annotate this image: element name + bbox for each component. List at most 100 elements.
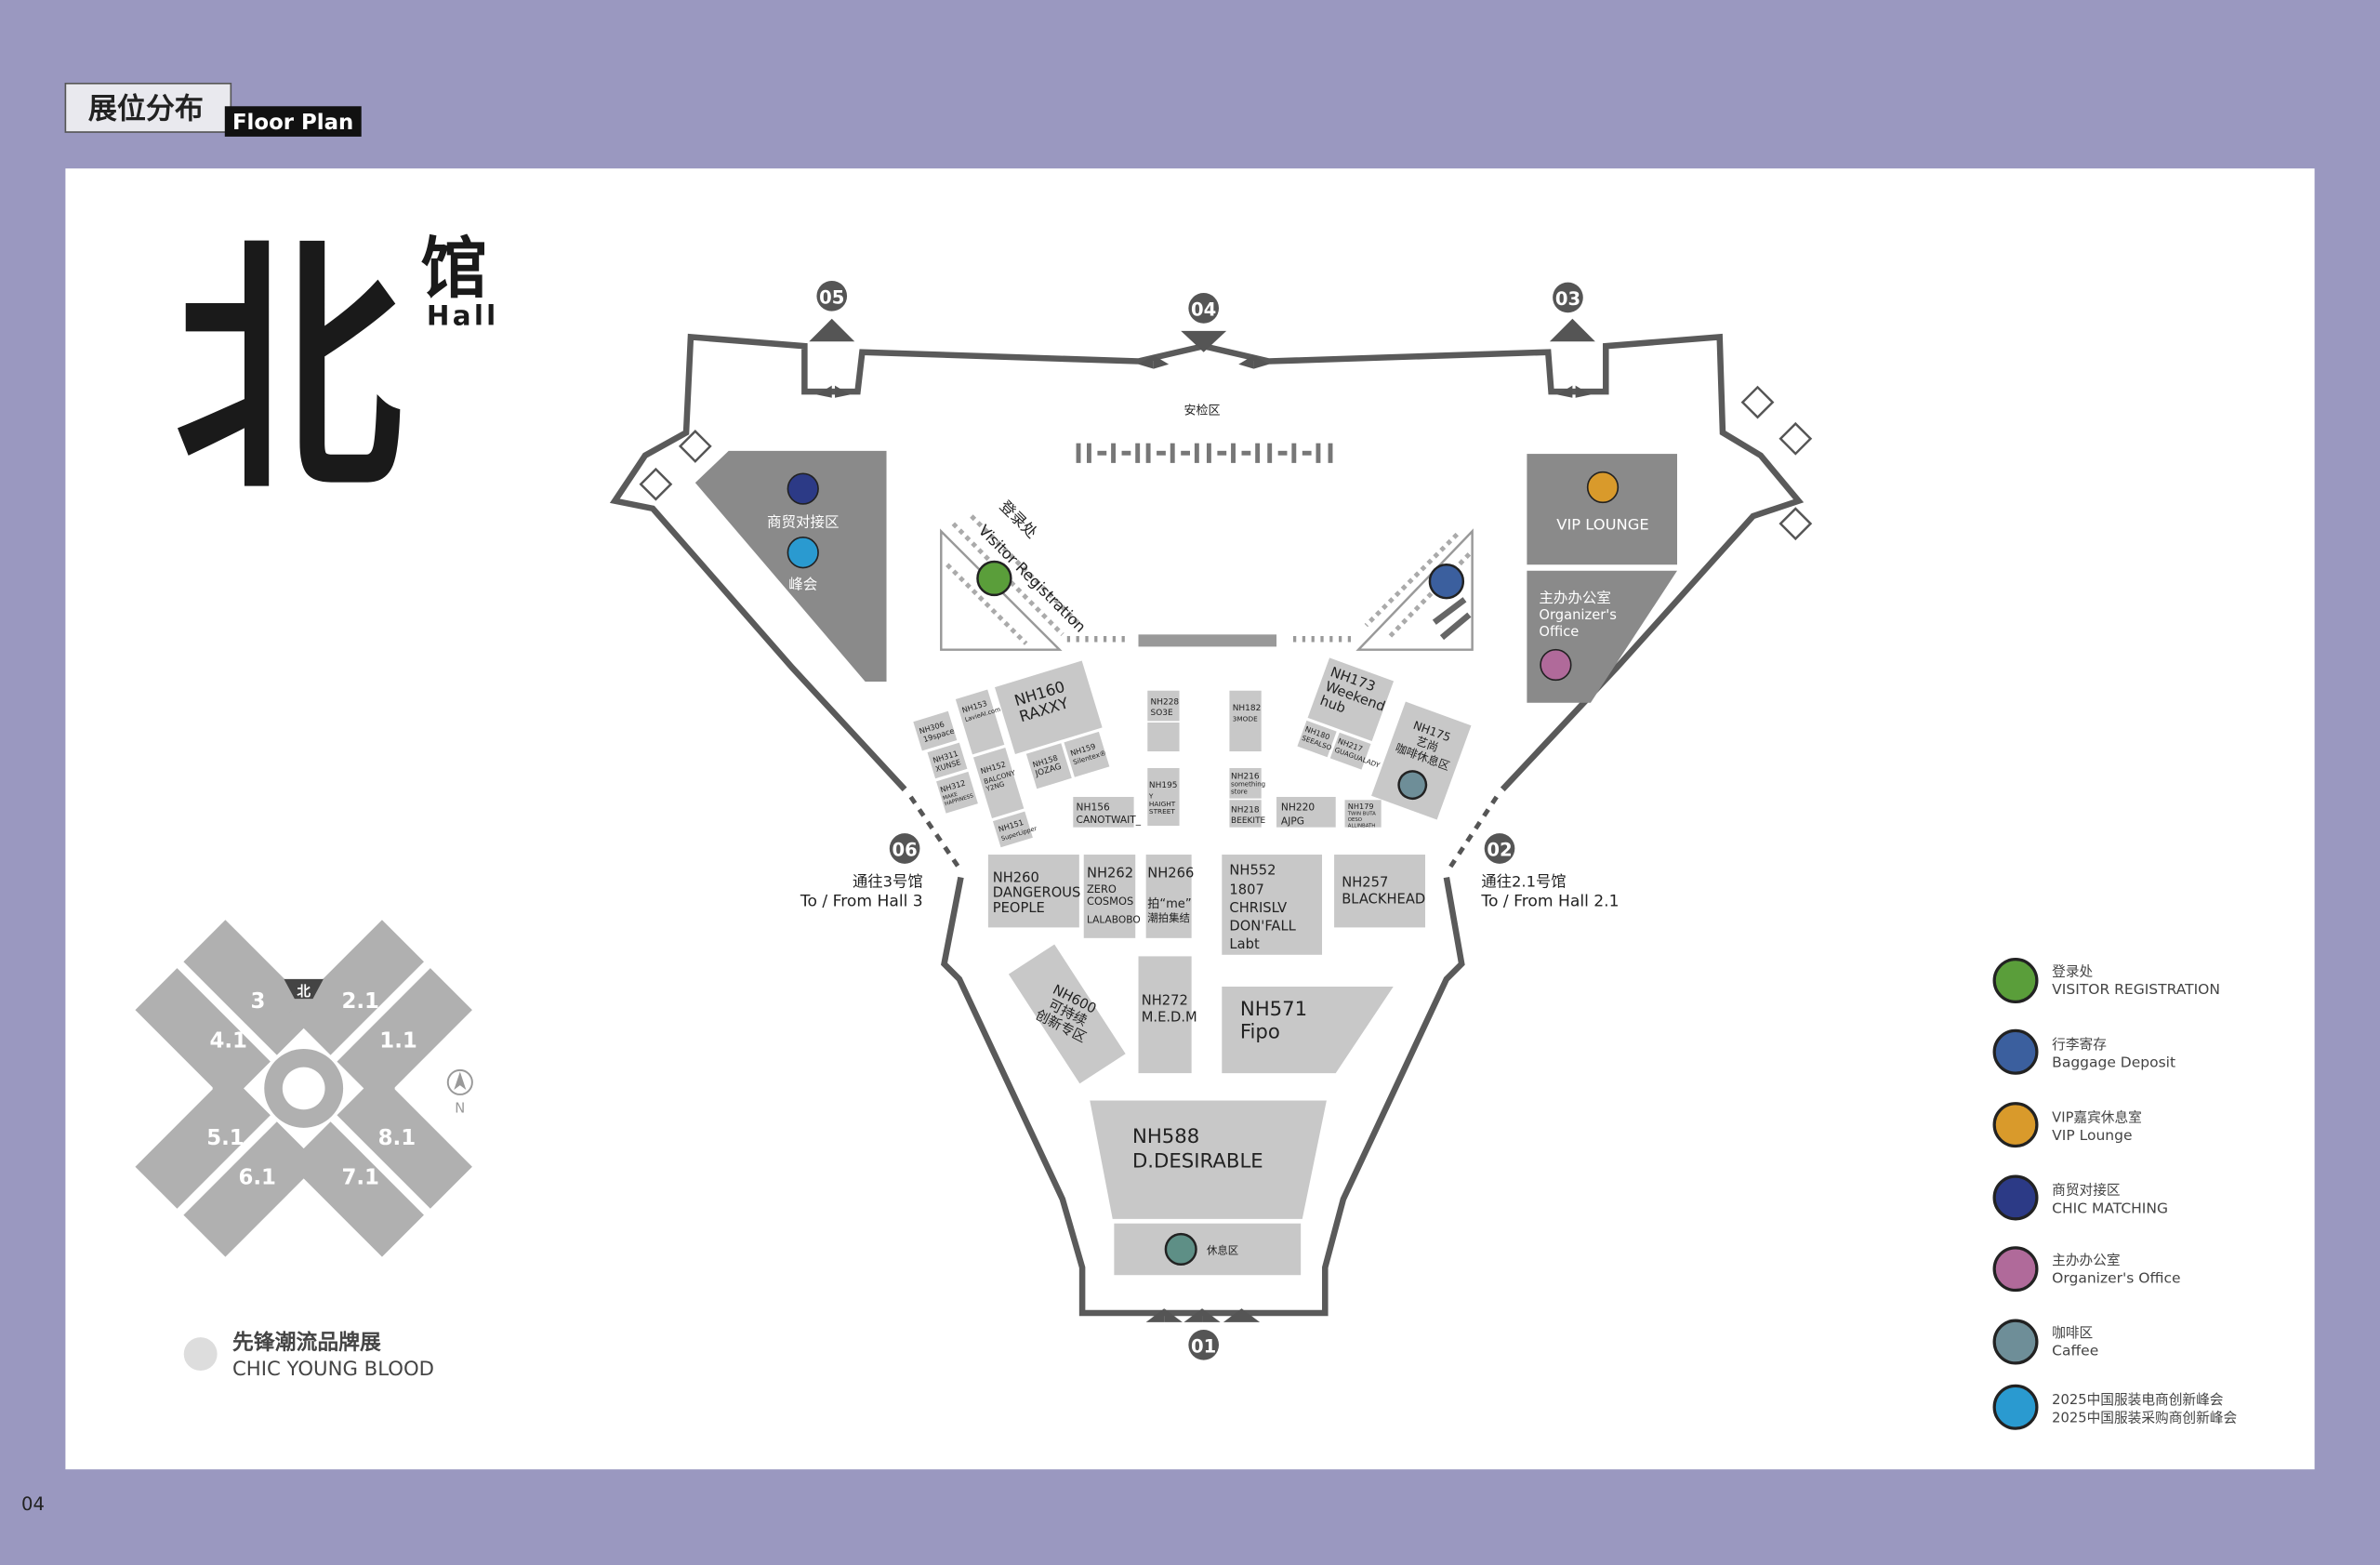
entrance-05[interactable]: 05 <box>816 280 848 312</box>
page-header: 展位分布 Floor Plan <box>64 82 362 137</box>
minimap-hall-7-1: 7.1 <box>341 1165 378 1189</box>
booth-NH151[interactable]: NH151SuperLipper <box>992 810 1039 848</box>
rest-area[interactable]: 休息区 <box>1114 1223 1302 1276</box>
vip-lounge-zone[interactable]: VIP LOUNGE <box>1527 454 1677 565</box>
entrance-06[interactable]: 06 <box>889 833 920 864</box>
entrance-02-label: 02 <box>1487 840 1512 861</box>
booth-NH306[interactable]: NH30619space <box>913 710 958 751</box>
hall-name-en: Hall <box>427 299 499 331</box>
booth-code: NH216 <box>1231 772 1260 781</box>
booth-brand: 3MODE <box>1233 714 1258 723</box>
booth-code: NH588 <box>1132 1125 1199 1148</box>
legend-label-en: VISITOR REGISTRATION <box>2052 981 2220 998</box>
entrance-03[interactable]: 03 <box>1553 282 1583 313</box>
brand-legend-en: CHIC YOUNG BLOOD <box>232 1358 434 1381</box>
brand-swatch <box>183 1337 218 1372</box>
entrance-04[interactable]: 04 <box>1188 293 1220 324</box>
security-gates <box>1076 443 1333 463</box>
brand-legend: 先锋潮流品牌展 CHIC YOUNG BLOOD <box>183 1330 434 1381</box>
booth-brand: STREET <box>1149 807 1175 816</box>
booth-NH175[interactable]: NH175艺尚咖啡休息区 <box>1371 701 1472 820</box>
compass-label: N <box>455 1101 465 1117</box>
booth-NH160[interactable]: NH160RAXXY <box>995 660 1103 754</box>
baggage-icon <box>1428 564 1465 600</box>
wall-fixtures <box>639 385 1813 541</box>
booth-brand: 拍“me” <box>1147 897 1191 911</box>
compass-icon <box>446 1068 473 1095</box>
minimap-hall-3: 3 <box>251 989 266 1014</box>
summit-icon <box>1992 1384 2039 1430</box>
booth-NH173[interactable]: NH173Weekendhub <box>1307 657 1395 741</box>
booth-NH159[interactable]: NH159Silentex® <box>1064 731 1110 777</box>
booth-code: NH220 <box>1281 802 1315 814</box>
booth-NH152[interactable]: NH152BALCONYY2NG <box>972 747 1026 819</box>
matching-summit-zone[interactable]: 商贸对接区 峰会 <box>694 450 887 682</box>
baggage-icon <box>1992 1028 2039 1075</box>
booth-brand: store <box>1231 788 1248 796</box>
booth-NH153[interactable]: NH153LavieAI.com <box>955 687 1011 755</box>
header-title-cn: 展位分布 <box>88 92 204 126</box>
security-area-label: 安检区 <box>1183 405 1220 418</box>
entrance-05-label: 05 <box>819 286 844 308</box>
summit-icon <box>787 537 819 569</box>
booth-brand: CANOTWAIT_ <box>1077 814 1142 826</box>
entrance-02[interactable]: 02 <box>1484 833 1515 864</box>
brand-legend-cn: 先锋潮流品牌展 <box>232 1330 381 1355</box>
registration-icon <box>1992 958 2039 1004</box>
office-label-en-1: Organizer's <box>1539 607 1617 623</box>
legend-label-en: Baggage Deposit <box>2052 1054 2175 1071</box>
baggage-deposit-area[interactable] <box>1355 528 1474 651</box>
coffee-icon <box>1397 770 1428 801</box>
matching-label: 商贸对接区 <box>767 513 840 530</box>
center-barrier <box>1138 634 1277 647</box>
booth-NH180[interactable]: NH180SEEALSO <box>1297 720 1337 758</box>
booth-brand: DANGEROUS <box>993 885 1081 901</box>
entrance-01[interactable]: 01 <box>1188 1329 1220 1360</box>
page-number: 04 <box>21 1493 45 1515</box>
hall-name-small: 馆 <box>420 229 487 307</box>
link-hall21-en: To / From Hall 2.1 <box>1480 893 1619 911</box>
booth-brand: M.E.D.M <box>1142 1010 1197 1026</box>
vip-icon <box>1992 1102 2039 1148</box>
booth-NH158[interactable]: NH158JOZAG <box>1025 743 1072 789</box>
booth-NH312[interactable]: NH312MAKEHAPPINESS <box>936 771 978 814</box>
booth-brand: AJPG <box>1281 815 1304 827</box>
booth-brand: Y <box>1148 792 1154 801</box>
booth-code: NH195 <box>1149 781 1178 790</box>
booth-blank <box>1147 723 1180 752</box>
booth-NH600[interactable]: NH600可持续创新专区 <box>1004 940 1131 1086</box>
link-hall21-cn: 通往2.1号馆 <box>1481 872 1566 890</box>
booth-brand: ALLINBATH <box>1348 824 1376 829</box>
header-title-en: Floor Plan <box>232 111 353 135</box>
organizer-office-zone[interactable]: 主办办公室 Organizer's Office <box>1527 570 1677 703</box>
booth-code: NH228 <box>1151 697 1180 707</box>
booth-NH311[interactable]: NH311XUNSE <box>927 742 968 779</box>
matching-icon <box>787 472 819 505</box>
minimap-hall-1-1: 1.1 <box>379 1028 416 1053</box>
